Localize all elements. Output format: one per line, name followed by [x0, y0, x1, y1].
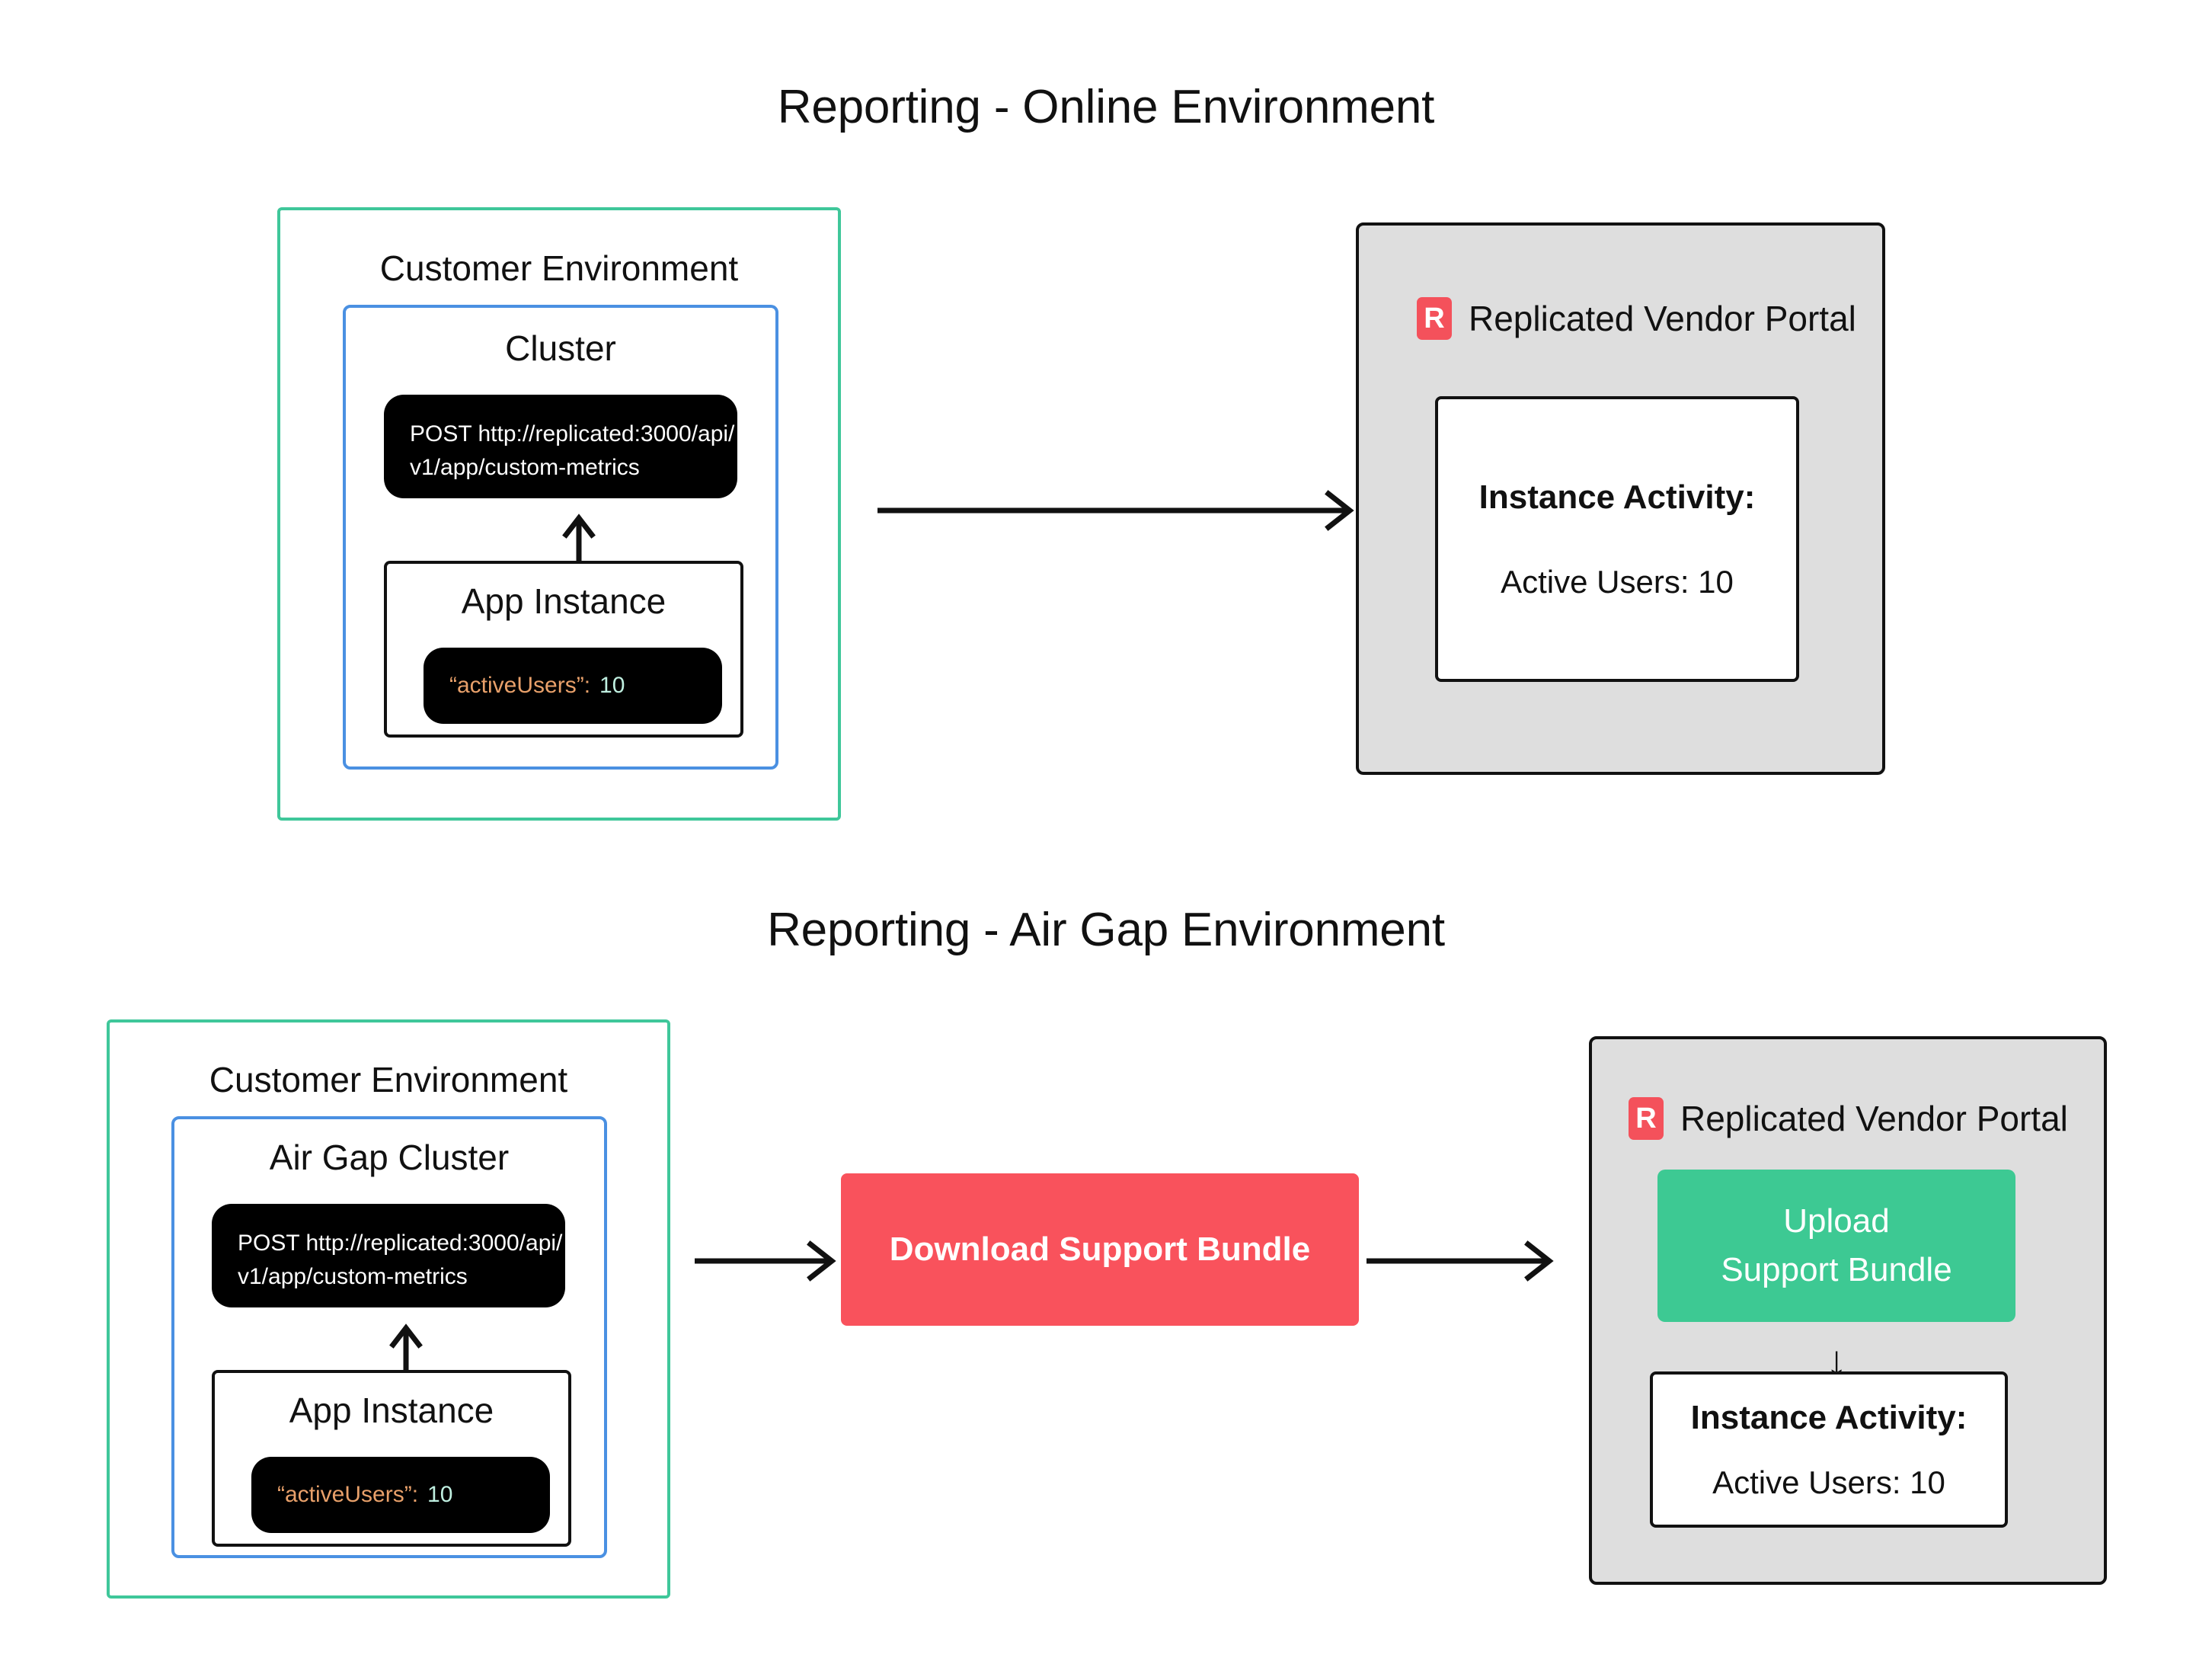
- online-active-users-value: 10: [599, 673, 625, 698]
- upload-support-bundle-line-2: Support Bundle: [1721, 1251, 1952, 1288]
- online-active-users-json-block: “activeUsers”: 10: [424, 648, 722, 724]
- online-post-code-line-1: POST http://replicated:3000/api/: [410, 421, 735, 446]
- online-vendor-portal-title: Replicated Vendor Portal: [1469, 299, 1856, 338]
- airgap-vendor-portal-header: R Replicated Vendor Portal: [1629, 1097, 2068, 1140]
- online-cluster-label: Cluster: [505, 328, 616, 368]
- airgap-active-users-value: 10: [427, 1482, 453, 1507]
- airgap-flow-arrow-left-icon: [695, 1240, 836, 1282]
- airgap-app-instance-label: App Instance: [289, 1391, 494, 1430]
- airgap-post-code-line-2: v1/app/custom-metrics: [238, 1263, 468, 1289]
- online-active-users-readout: Active Users: 10: [1501, 563, 1734, 600]
- download-support-bundle-button[interactable]: Download Support Bundle: [841, 1173, 1359, 1326]
- online-flow-arrow-icon: [877, 490, 1354, 531]
- airgap-instance-activity-title: Instance Activity:: [1690, 1398, 1967, 1436]
- online-active-users-key: “activeUsers”:: [449, 673, 591, 698]
- airgap-active-users-json-block: “activeUsers”: 10: [251, 1457, 550, 1533]
- upload-support-bundle-button[interactable]: Upload Support Bundle: [1657, 1170, 2015, 1322]
- online-post-request-code-block: POST http://replicated:3000/api/ v1/app/…: [384, 395, 737, 498]
- airgap-section-title: Reporting - Air Gap Environment: [767, 904, 1445, 956]
- upload-support-bundle-line-1: Upload: [1783, 1202, 1890, 1240]
- online-instance-activity-title: Instance Activity:: [1478, 478, 1756, 516]
- airgap-post-code-line-1: POST http://replicated:3000/api/: [238, 1231, 563, 1256]
- online-post-code-line-2: v1/app/custom-metrics: [410, 454, 640, 480]
- airgap-customer-environment-label: Customer Environment: [209, 1060, 568, 1099]
- airgap-active-users-readout: Active Users: 10: [1712, 1464, 1945, 1500]
- airgap-vendor-portal-title: Replicated Vendor Portal: [1680, 1099, 2068, 1138]
- online-customer-environment-label: Customer Environment: [379, 248, 739, 288]
- online-instance-activity-card: Instance Activity: Active Users: 10: [1435, 396, 1799, 682]
- online-section-title: Reporting - Online Environment: [777, 81, 1435, 133]
- airgap-cluster-label: Air Gap Cluster: [269, 1138, 510, 1177]
- online-app-instance-label: App Instance: [461, 581, 666, 621]
- airgap-flow-arrow-right-icon: [1367, 1240, 1554, 1282]
- airgap-active-users-key: “activeUsers”:: [277, 1482, 419, 1507]
- online-vendor-portal-header: R Replicated Vendor Portal: [1417, 297, 1856, 340]
- replicated-logo-icon: R: [1629, 1097, 1664, 1140]
- airgap-instance-activity-card: Instance Activity: Active Users: 10: [1650, 1371, 2008, 1528]
- airgap-post-request-code-block: POST http://replicated:3000/api/ v1/app/…: [212, 1204, 565, 1307]
- replicated-logo-icon: R: [1417, 297, 1452, 340]
